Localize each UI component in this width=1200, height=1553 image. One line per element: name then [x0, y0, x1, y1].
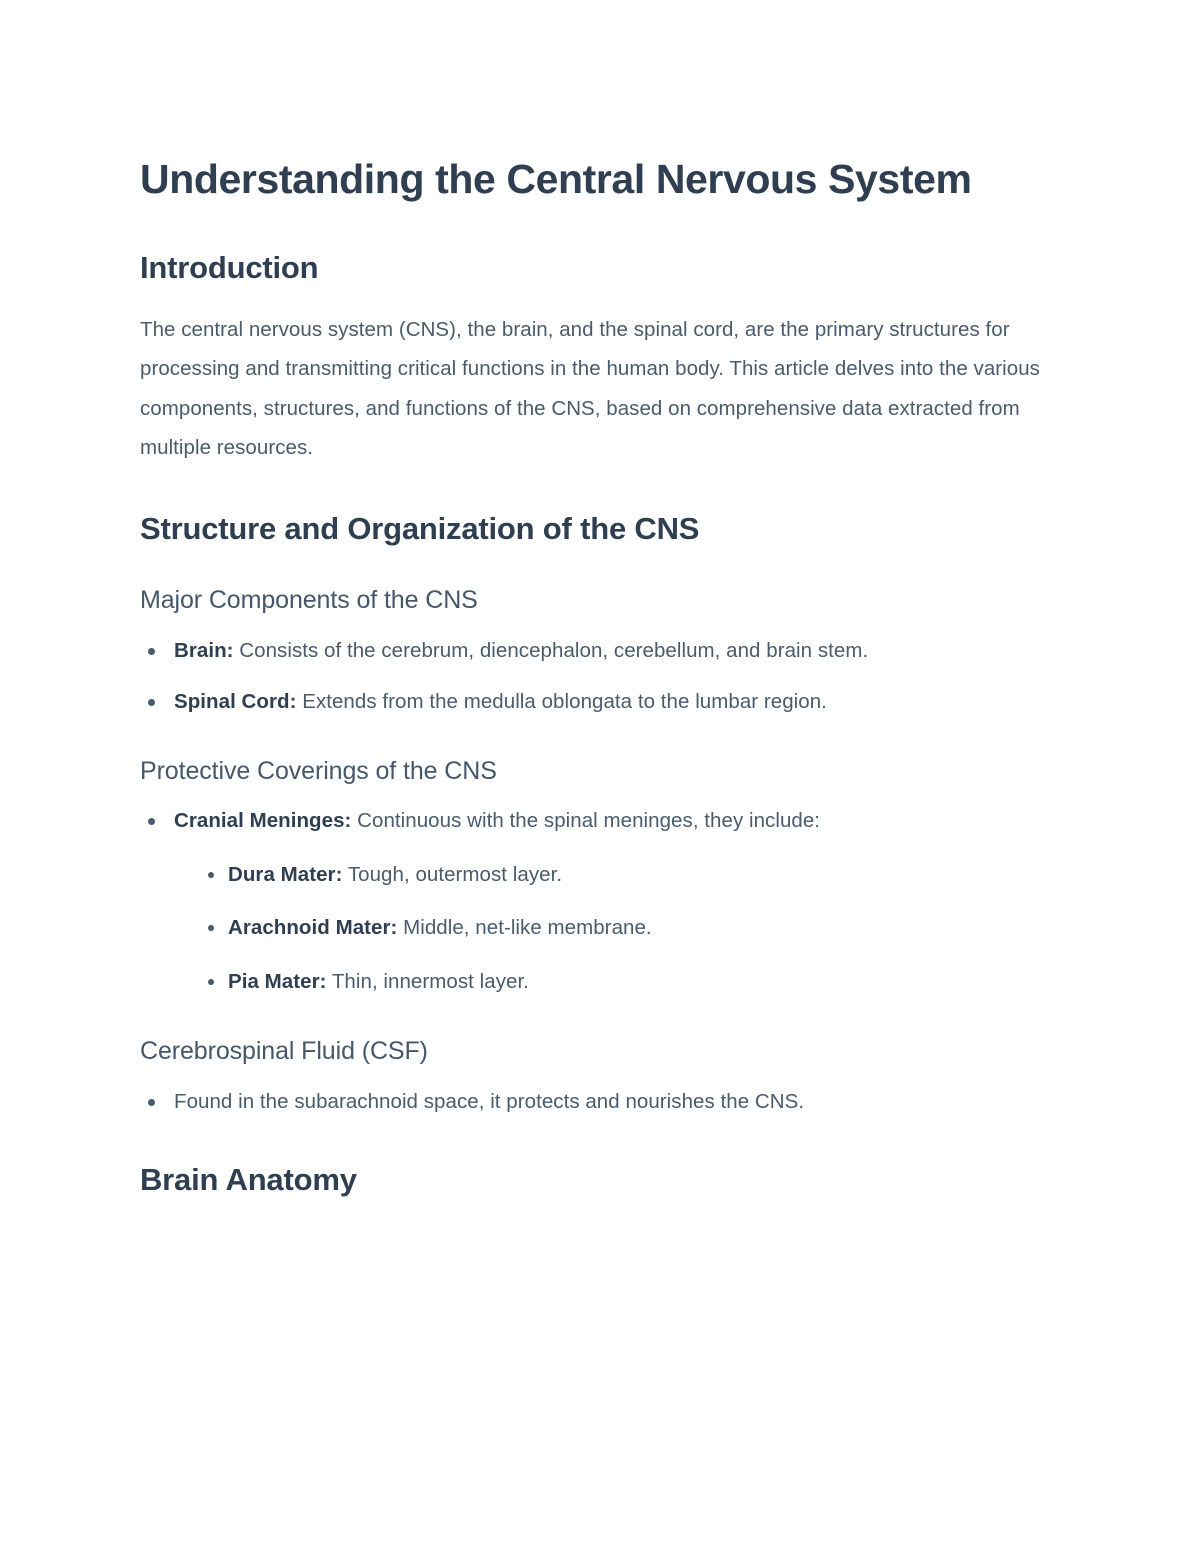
list-item: Pia Mater: Thin, innermost layer.	[202, 965, 1060, 1000]
term-description: Middle, net-like membrane.	[397, 916, 652, 940]
term-label: Spinal Cord:	[174, 690, 297, 714]
subsection-heading-protective-coverings: Protective Coverings of the CNS	[140, 756, 497, 785]
list-item: Spinal Cord: Extends from the medulla ob…	[140, 684, 1060, 719]
list-item: Dura Mater: Tough, outermost layer.	[202, 858, 1060, 893]
section-heading-introduction: Introduction	[140, 250, 319, 286]
term-label: Brain:	[174, 638, 234, 662]
introduction-paragraph: The central nervous system (CNS), the br…	[140, 317, 1040, 460]
subsection-heading-csf: Cerebrospinal Fluid (CSF)	[140, 1037, 428, 1066]
term-label: Dura Mater:	[228, 862, 343, 886]
csf-list: Found in the subarachnoid space, it prot…	[140, 1084, 1060, 1119]
protective-coverings-list: Cranial Meninges: Continuous with the sp…	[140, 803, 1060, 1000]
term-description: Consists of the cerebrum, diencephalon, …	[233, 638, 869, 662]
major-components-list: Brain: Consists of the cerebrum, diencep…	[140, 633, 1060, 720]
meninges-sublist: Dura Mater: Tough, outermost layer. Arac…	[174, 858, 1060, 1001]
term-label: Pia Mater:	[228, 970, 327, 994]
term-description: Thin, innermost layer.	[326, 970, 529, 994]
list-item: Arachnoid Mater: Middle, net-like membra…	[202, 911, 1060, 946]
list-item: Found in the subarachnoid space, it prot…	[140, 1084, 1060, 1119]
document-body: Understanding the Central Nervous System…	[140, 152, 1060, 1200]
section-heading-structure: Structure and Organization of the CNS	[140, 510, 700, 546]
subsection-heading-major-components: Major Components of the CNS	[140, 586, 478, 615]
term-label: Cranial Meninges:	[174, 809, 352, 833]
term-description: Tough, outermost layer.	[342, 862, 563, 886]
page-title: Understanding the Central Nervous System	[140, 156, 972, 202]
term-label: Arachnoid Mater:	[228, 916, 398, 940]
term-description: Found in the subarachnoid space, it prot…	[174, 1089, 805, 1113]
list-item: Brain: Consists of the cerebrum, diencep…	[140, 633, 1060, 668]
list-item: Cranial Meninges: Continuous with the sp…	[140, 803, 1060, 1000]
section-heading-brain-anatomy: Brain Anatomy	[140, 1162, 357, 1198]
term-description: Extends from the medulla oblongata to th…	[296, 690, 827, 714]
term-description: Continuous with the spinal meninges, the…	[351, 809, 821, 833]
